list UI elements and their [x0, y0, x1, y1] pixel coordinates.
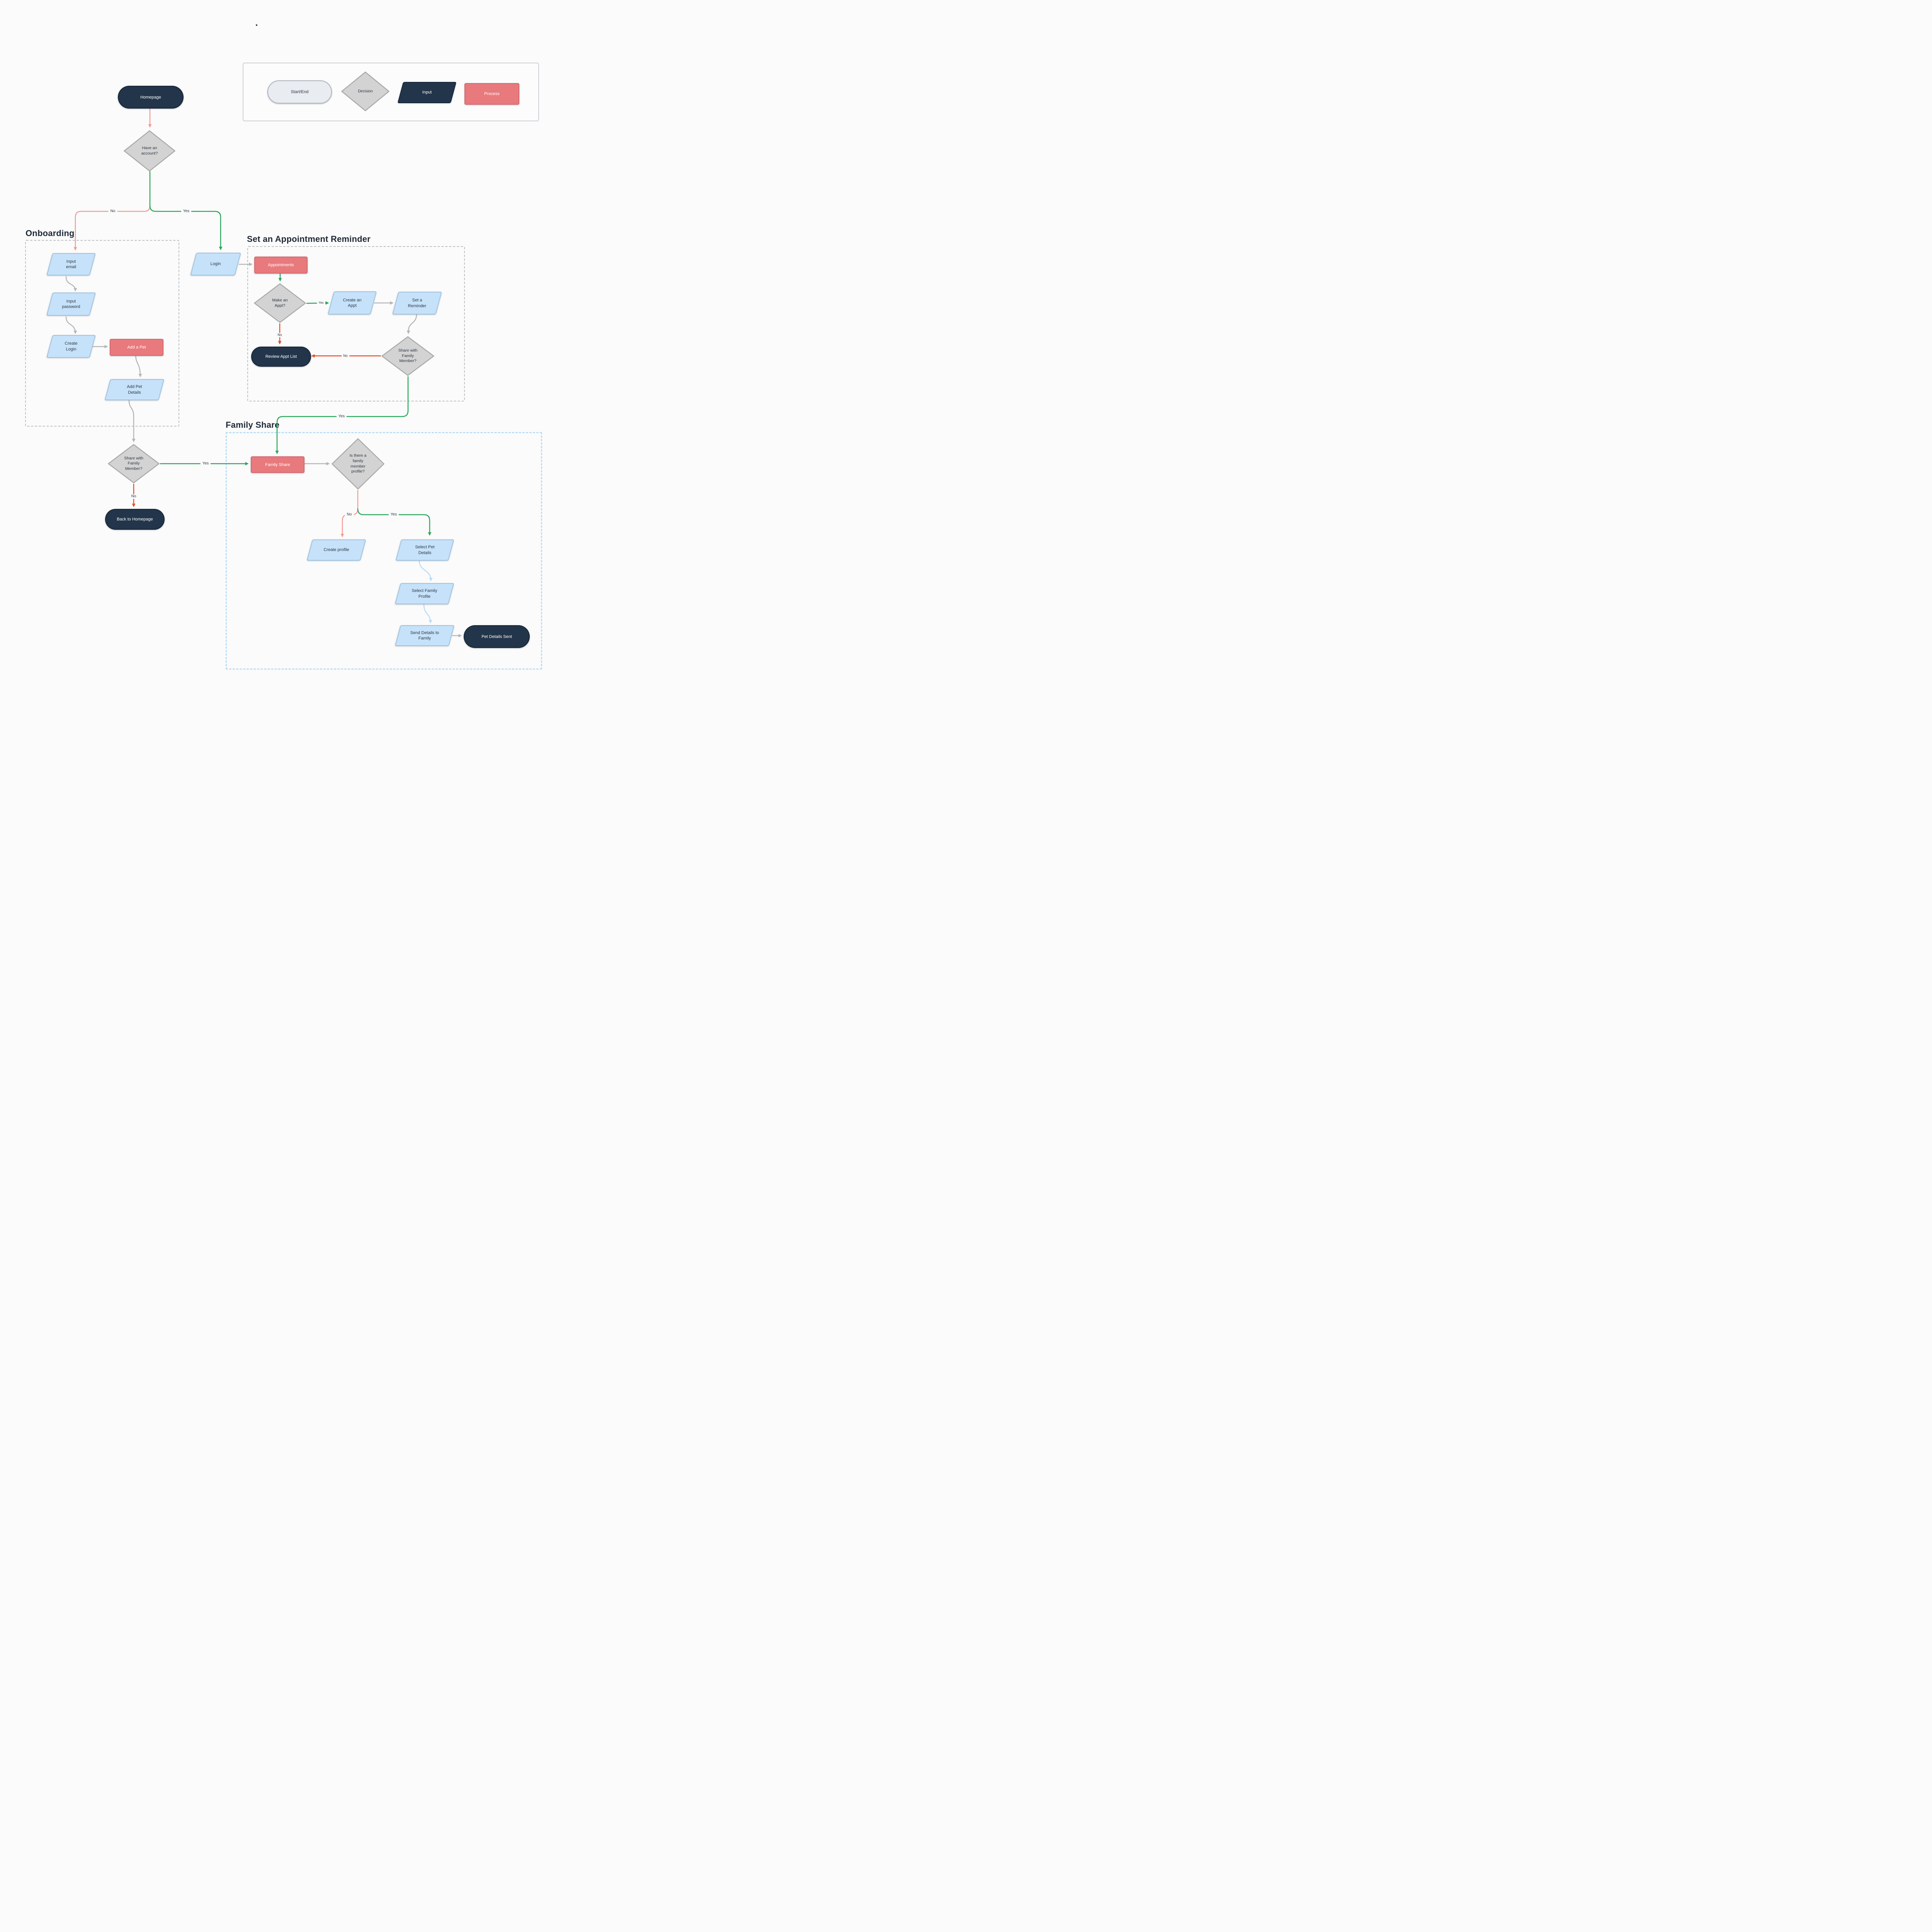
- node-family-profile-question-shape: [332, 438, 384, 490]
- edge-label-split-no: No: [108, 209, 117, 214]
- node-login-label: Login: [210, 262, 221, 267]
- node-select-pet-details-label: Select Pet Details: [415, 545, 435, 555]
- node-share-family-onboarding-shape: [108, 444, 160, 483]
- legend-process: Process: [464, 83, 519, 105]
- node-create-login-label: Create Login: [65, 341, 78, 352]
- node-input-email-label: Input email: [66, 259, 77, 269]
- node-input-password-label: Input password: [62, 299, 80, 309]
- node-make-appt-label: Make an Appt?: [272, 298, 288, 308]
- node-review-appt-list-label: Review Appt List: [265, 354, 297, 359]
- node-login: Login: [190, 253, 241, 276]
- node-share-family-appt: Share with Family Member?: [381, 336, 434, 376]
- edge-password-to-create-login: [65, 316, 77, 334]
- node-appointments-label: Appointments: [268, 263, 294, 267]
- node-have-account-shape: [124, 130, 175, 172]
- edge-details-to-share-diamond: [128, 400, 136, 442]
- node-homepage-label: Homepage: [140, 95, 161, 100]
- edge-profile-yes: [357, 508, 432, 536]
- node-select-family-profile-label: Select Family Profile: [412, 588, 437, 599]
- node-create-profile-label: Create profile: [323, 548, 349, 553]
- node-add-a-pet-label: Add a Pet: [127, 345, 146, 350]
- section-box-onboarding: [25, 240, 179, 427]
- node-create-login: Create Login: [46, 335, 96, 358]
- edge-add-pet-to-details: [135, 354, 142, 378]
- node-set-reminder: Set a Reminder: [392, 292, 442, 315]
- edge-label-profile-yes: Yes: [388, 512, 399, 517]
- node-family-share-label: Family Share: [265, 462, 290, 467]
- legend-decision-label: Decision: [358, 89, 373, 94]
- edge-no-to-input-email: [73, 205, 151, 251]
- node-input-password: Input password: [46, 293, 96, 316]
- node-create-profile: Create profile: [306, 539, 366, 561]
- legend-decision: Decision: [341, 71, 389, 111]
- node-back-to-homepage: Back to Homepage: [105, 509, 165, 530]
- section-box-family-share: [226, 432, 542, 670]
- node-family-share: Family Share: [251, 456, 304, 473]
- edge-email-to-password: [65, 276, 77, 292]
- node-set-reminder-label: Set a Reminder: [408, 298, 427, 308]
- connector-layer: [65, 106, 462, 638]
- node-add-pet-details-label: Add Pet Details: [127, 384, 142, 395]
- node-share-family-appt-label: Share with Family Member?: [398, 348, 418, 364]
- node-make-appt: Make an Appt?: [254, 283, 306, 323]
- legend-input: Input: [397, 82, 457, 103]
- node-pet-details-sent-label: Pet Details Sent: [481, 634, 512, 639]
- edge-select-pet-to-family-profile: [418, 560, 433, 582]
- node-family-profile-question: Is there a family member profile?: [332, 438, 384, 490]
- legend-start-end: Start/End: [267, 80, 332, 104]
- node-homepage: Homepage: [118, 86, 184, 109]
- node-family-profile-question-label: Is there a family member profile?: [349, 453, 367, 474]
- edge-label-make-appt-no: No: [276, 333, 284, 337]
- node-share-family-onboarding: Share with Family Member?: [108, 444, 160, 483]
- section-title-onboarding: Onboarding: [26, 228, 75, 238]
- node-create-appt-label: Create an Appt: [343, 298, 362, 308]
- node-pet-details-sent: Pet Details Sent: [464, 625, 530, 648]
- edge-family-profile-to-send: [423, 604, 432, 624]
- legend-decision-shape: [341, 71, 389, 111]
- edge-label-profile-no: No: [345, 512, 354, 517]
- legend-input-label: Input: [422, 90, 432, 95]
- node-create-appt: Create an Appt: [327, 291, 377, 315]
- node-review-appt-list: Review Appt List: [251, 347, 311, 367]
- node-share-family-onboarding-label: Share with Family Member?: [124, 456, 143, 471]
- edge-label-make-appt-yes: Yes: [317, 301, 325, 305]
- section-box-appointment: [247, 246, 465, 401]
- edge-label-share-appt-no: No: [342, 354, 349, 358]
- node-make-appt-shape: [254, 283, 306, 323]
- node-add-pet-details: Add Pet Details: [104, 379, 165, 400]
- stray-dot: [256, 24, 257, 26]
- node-input-email: Input email: [46, 253, 96, 276]
- node-share-family-appt-shape: [381, 336, 434, 376]
- node-have-account: Have an account?: [124, 130, 175, 172]
- node-back-to-homepage-label: Back to Homepage: [117, 517, 153, 522]
- node-appointments: Appointments: [254, 257, 308, 274]
- section-title-family-share: Family Share: [226, 420, 280, 430]
- section-title-appointment: Set an Appointment Reminder: [247, 234, 371, 244]
- edge-label-share-onboarding-no: No: [129, 494, 138, 499]
- edge-label-share-onboarding-yes: Yes: [200, 461, 211, 466]
- node-add-a-pet: Add a Pet: [110, 339, 163, 356]
- legend-process-label: Process: [484, 92, 500, 96]
- node-select-pet-details: Select Pet Details: [395, 539, 454, 561]
- node-send-details-to-family: Send Details to Family: [395, 625, 455, 646]
- node-send-details-to-family-label: Send Details to Family: [410, 630, 439, 641]
- node-have-account-label: Have an account?: [141, 145, 158, 156]
- legend-start-end-label: Start/End: [291, 90, 309, 94]
- edge-label-split-yes: Yes: [181, 209, 192, 214]
- edge-label-share-appt-yes: Yes: [336, 414, 347, 419]
- edge-reminder-to-share-diamond: [406, 314, 417, 334]
- node-select-family-profile: Select Family Profile: [395, 583, 454, 604]
